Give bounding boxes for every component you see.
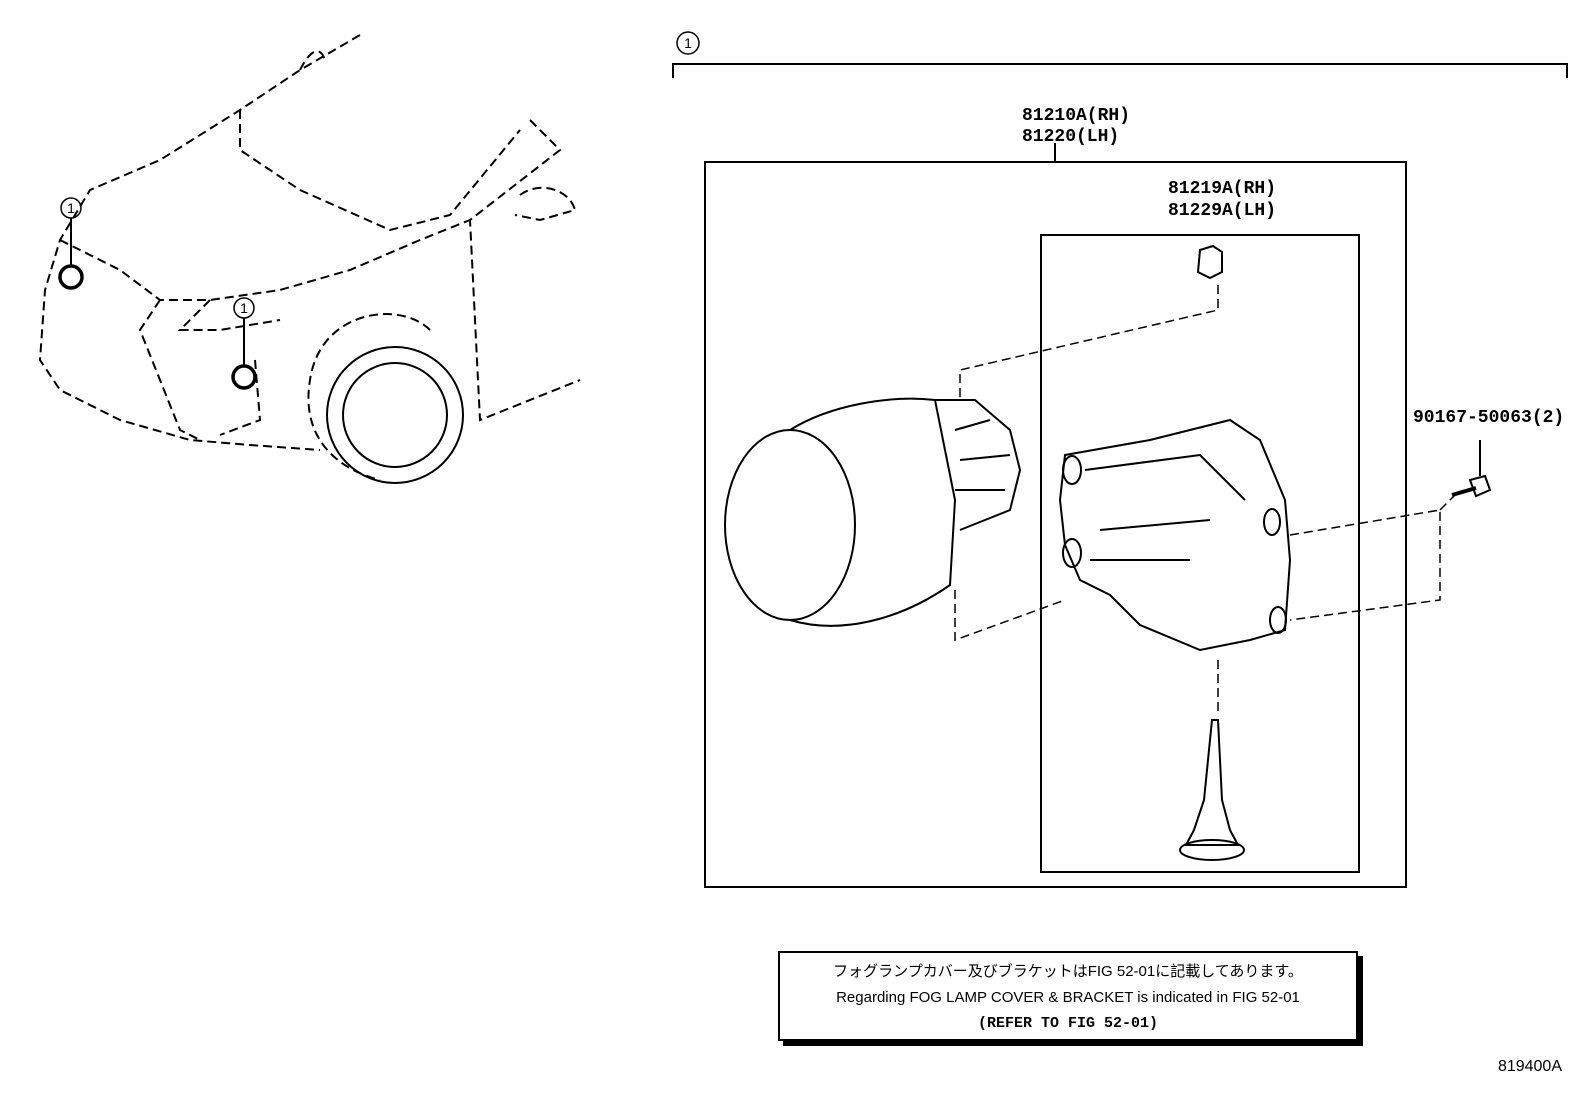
figure-id: 819400A (1497, 1058, 1562, 1075)
assembly-bracket-line (672, 63, 1568, 78)
callout-label-car-1: 1 (67, 200, 75, 216)
reference-note-box: フォグランプカバー及びブラケットはFIG 52-01に記載してあります。 Reg… (778, 951, 1358, 1041)
bracket-illustration (1058, 418, 1292, 652)
fog-lamp-position-marker-rh (58, 264, 84, 290)
note-reference: (REFER TO FIG 52-01) (977, 1015, 1159, 1032)
part-number-bracket-rh: 81219A(RH) (1168, 179, 1276, 199)
callout-circle-assembly (676, 31, 700, 55)
car-front-illustration (38, 34, 581, 481)
clip-illustration (1196, 244, 1223, 280)
fog-lamp-position-marker-lh (231, 364, 257, 390)
part-number-bracket-lh: 81229A(LH) (1168, 201, 1276, 221)
pin-illustration (1179, 719, 1245, 861)
callout-label-assembly: 1 (684, 35, 692, 51)
screw-illustration (1451, 474, 1492, 498)
bracket-box (1040, 234, 1360, 873)
fog-lamp-illustration (724, 397, 1022, 627)
callout-circle-car-1 (60, 197, 82, 219)
assembly-dashed-lines (954, 285, 1456, 712)
car-wheel (326, 346, 464, 484)
fog-lamp-box (704, 161, 1407, 888)
note-english: Regarding FOG LAMP COVER & BRACKET is in… (836, 989, 1300, 1006)
note-japanese: フォグランプカバー及びブラケットはFIG 52-01に記載してあります。 (833, 963, 1303, 980)
part-number-fog-lamp-rh: 81210A(RH) (1022, 106, 1130, 126)
callout-circle-car-2 (233, 297, 255, 319)
part-number-fog-lamp-lh: 81220(LH) (1022, 127, 1119, 147)
callout-label-car-2: 1 (240, 300, 248, 316)
part-number-screw: 90167-50063(2) (1413, 408, 1564, 428)
